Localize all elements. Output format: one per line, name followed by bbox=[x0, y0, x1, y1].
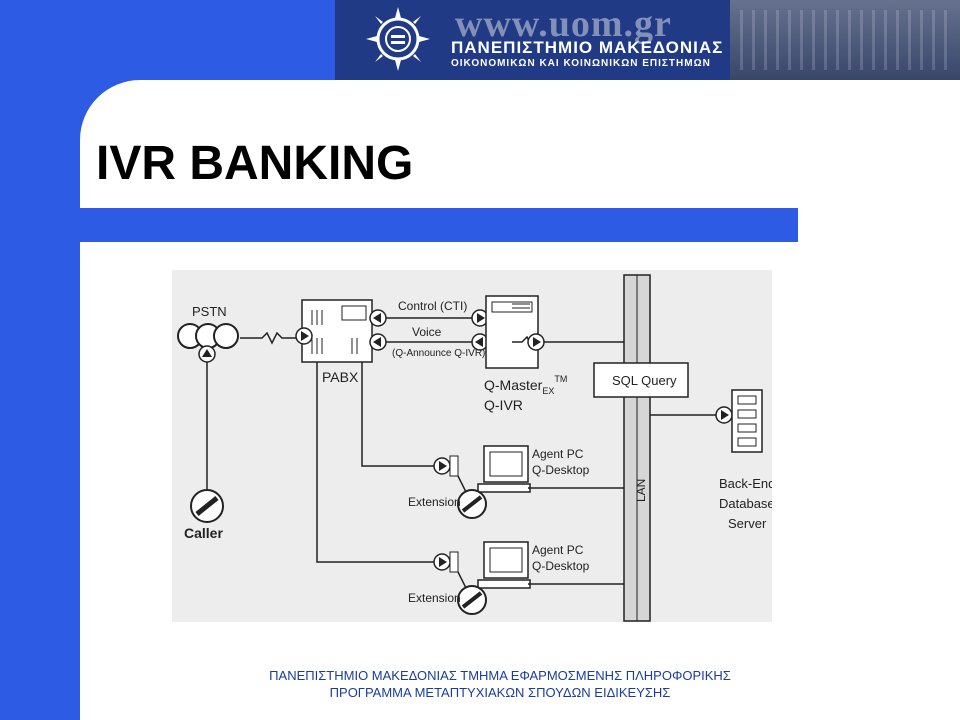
title-underline-bar bbox=[24, 208, 798, 242]
pstn-cloud-icon bbox=[177, 323, 239, 349]
agent2-pc-icon bbox=[477, 541, 624, 589]
university-banner: www.uom.gr ΠΑΝΕΠΙΣΤΗΜΙΟ ΜΑΚΕΔΟΝΙΑΣ ΟΙΚΟΝ… bbox=[335, 0, 960, 80]
top-accent-bar bbox=[80, 0, 335, 80]
backend-port bbox=[715, 406, 733, 424]
qivr-label: Q-IVR bbox=[484, 397, 523, 413]
footer-line-2: ΠΡΟΓΡΑΜΜΑ ΜΕΤΑΠΤΥΧΙΑΚΩΝ ΣΠΟΥΔΩΝ ΕΙΔΙΚΕΥΣ… bbox=[329, 685, 671, 700]
control-label: Control (CTI) bbox=[398, 299, 467, 313]
caller-phone-icon bbox=[190, 489, 224, 523]
backend-label-3: Server bbox=[728, 516, 767, 531]
sql-query-box bbox=[593, 362, 689, 398]
announce-label: (Q-Announce Q-IVR) bbox=[392, 348, 485, 359]
footer-line-1: ΠΑΝΕΠΙΣΤΗΜΙΟ ΜΑΚΕΔΟΝΙΑΣ ΤΜΗΜΑ ΕΦΑΡΜΟΣΜΕΝ… bbox=[269, 668, 731, 683]
qmaster-lan-port bbox=[527, 333, 545, 351]
pabx-label: PABX bbox=[322, 369, 359, 385]
left-accent-bar bbox=[0, 0, 80, 720]
backend-label-2: Database bbox=[719, 496, 772, 511]
pabx-voice-port bbox=[369, 333, 387, 351]
pabx-in-port bbox=[295, 327, 313, 345]
university-name: ΠΑΝΕΠΙΣΤΗΜΙΟ ΜΑΚΕΔΟΝΙΑΣ bbox=[451, 38, 724, 57]
caller-label: Caller bbox=[184, 525, 223, 541]
ivr-network-diagram: LAN PSTN Caller PABX Control (CTI) Voice… bbox=[177, 274, 772, 622]
agent1-label-1: Agent PC bbox=[532, 447, 584, 461]
extension2-phone-icon bbox=[457, 571, 487, 615]
agent2-label-2: Q-Desktop bbox=[532, 559, 590, 573]
extension1-phone-icon bbox=[457, 475, 487, 519]
extension2-label: Extension bbox=[408, 591, 461, 605]
extension1-label: Extension bbox=[408, 495, 461, 509]
agent2-port bbox=[433, 553, 451, 571]
agent1-label-2: Q-Desktop bbox=[532, 463, 590, 477]
voice-label: Voice bbox=[412, 325, 442, 339]
backend-label-1: Back-End bbox=[719, 476, 772, 491]
q-master-server bbox=[485, 295, 539, 369]
building-photo bbox=[730, 0, 960, 80]
slide-title: IVR BANKING bbox=[96, 137, 414, 190]
agent2-label-1: Agent PC bbox=[532, 543, 584, 557]
agent1-port bbox=[433, 457, 451, 475]
university-url: www.uom.gr bbox=[455, 3, 672, 45]
pabx-control-port bbox=[369, 309, 387, 327]
university-seal-icon bbox=[366, 7, 430, 71]
lan-bus bbox=[623, 274, 651, 622]
diagram-background bbox=[172, 270, 772, 622]
database-server-icon bbox=[731, 389, 763, 453]
pstn-caller-port bbox=[198, 345, 216, 363]
lan-label: LAN bbox=[634, 479, 648, 502]
agent1-pc-icon bbox=[477, 445, 624, 493]
pstn-label: PSTN bbox=[192, 304, 227, 319]
qmaster-label: Q-MasterEXTM bbox=[484, 374, 567, 396]
university-subtitle: ΟΙΚΟΝΟΜΙΚΩΝ ΚΑΙ ΚΟΙΝΩΝΙΚΩΝ ΕΠΙΣΤΗΜΩΝ bbox=[451, 58, 711, 69]
sql-query-label: SQL Query bbox=[612, 373, 677, 388]
pabx-device bbox=[301, 299, 373, 363]
